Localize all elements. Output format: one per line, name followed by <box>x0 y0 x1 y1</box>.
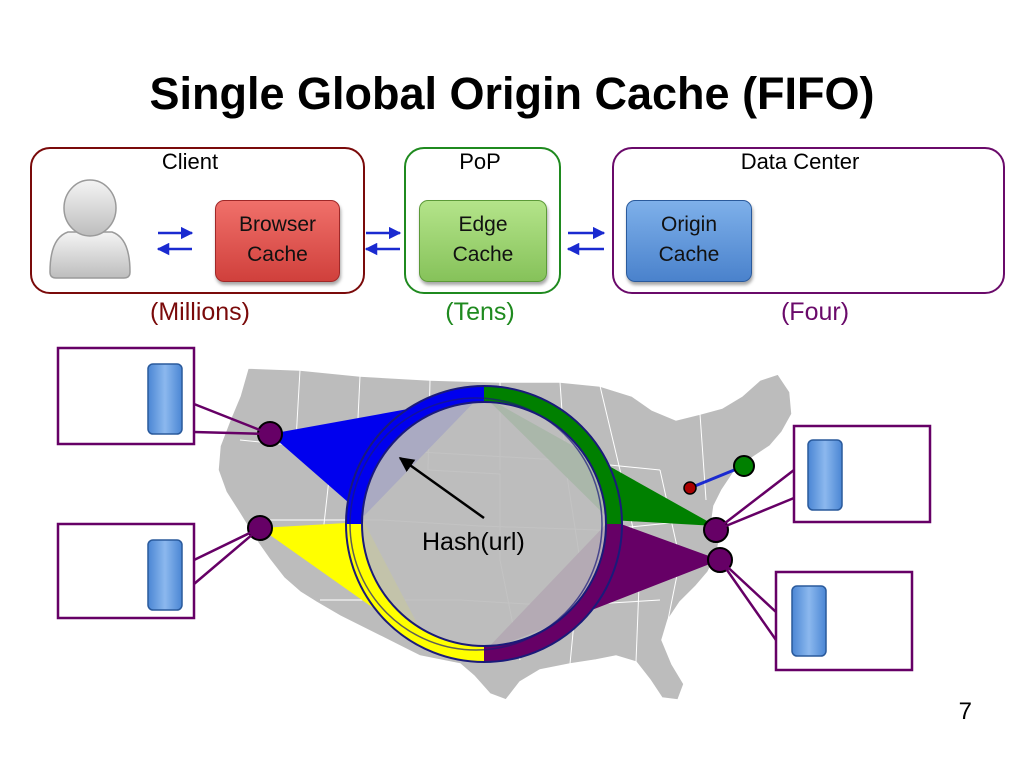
client-count: (Millions) <box>150 298 250 326</box>
client-label: Client <box>161 149 219 174</box>
server-icon <box>147 363 843 657</box>
datacenter-group <box>612 147 1005 294</box>
callout-box-top-right <box>792 424 932 524</box>
client-group <box>30 147 365 294</box>
pop-group <box>404 147 561 294</box>
origin-cache-line2: Cache <box>658 243 720 266</box>
ring-segment-blue <box>346 386 485 525</box>
callout-box-top-left <box>56 346 196 446</box>
edge-cache-line1: Edge <box>458 213 508 236</box>
ring-segment-green <box>483 386 622 525</box>
pop-node-small <box>683 481 697 495</box>
ring-segment-yellow <box>346 523 485 662</box>
edge-cache-line2: Cache <box>452 243 514 266</box>
user-icon <box>49 179 131 279</box>
datacenter-label: Data Center <box>740 149 860 174</box>
slide-title: Single Global Origin Cache (FIFO) <box>149 68 875 119</box>
callouts <box>56 346 932 672</box>
ring-segment-purple <box>483 523 622 662</box>
hash-label: Hash(url) <box>422 528 525 556</box>
browser-cache-line1: Browser <box>238 213 317 236</box>
pop-label: PoP <box>459 149 501 174</box>
pop-datacenter-arrows <box>566 226 606 256</box>
datacenter-count: (Four) <box>780 298 850 326</box>
browser-cache: Browser Cache <box>215 200 340 282</box>
pop-count: (Tens) <box>445 298 515 326</box>
client-browser-arrows <box>156 226 194 256</box>
callout-box-bottom-left <box>56 522 196 620</box>
client-pop-arrows <box>364 226 402 256</box>
edge-cache: Edge Cache <box>419 200 547 282</box>
slide-number: 7 <box>958 698 972 725</box>
callout-box-bottom-right <box>774 570 914 672</box>
origin-cache-line1: Origin <box>660 213 718 236</box>
pop-node-green <box>733 455 755 477</box>
browser-cache-line2: Cache <box>247 243 308 266</box>
hash-ring <box>345 385 623 663</box>
origin-cache: Origin Cache <box>626 200 752 282</box>
